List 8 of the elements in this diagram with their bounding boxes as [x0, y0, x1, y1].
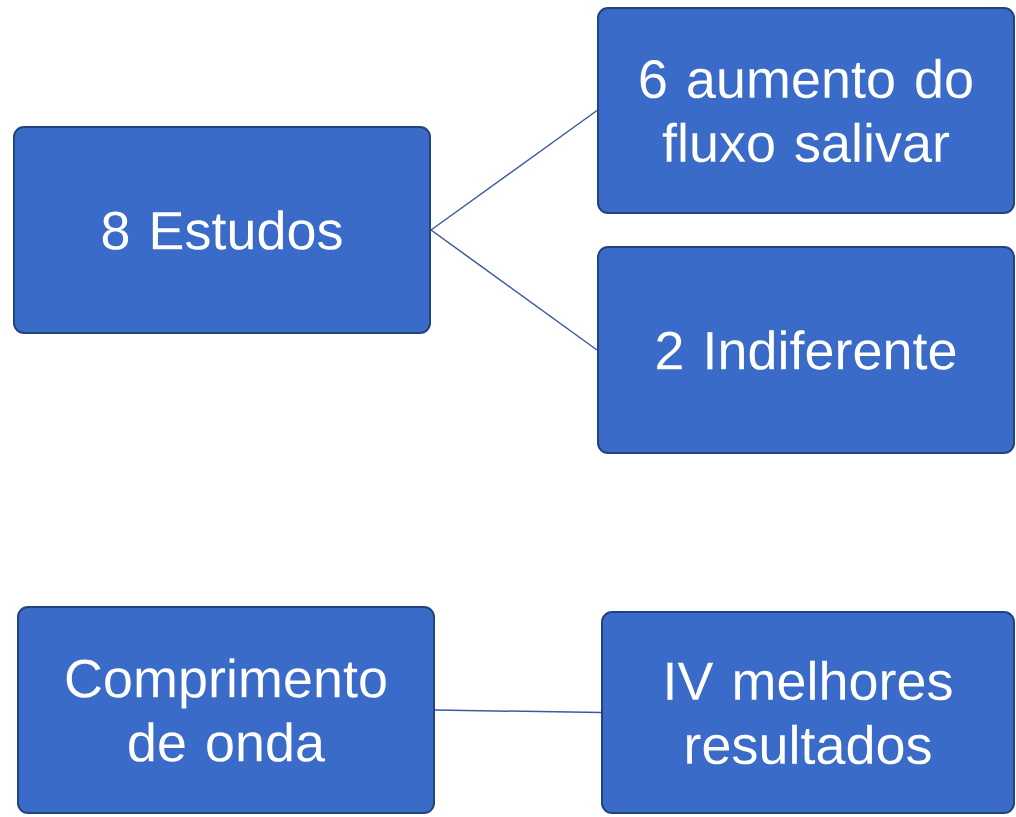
connector-line [430, 229, 598, 351]
process-box: 8 Estudos [13, 126, 431, 334]
process-box: 2 Indiferente [597, 246, 1015, 454]
process-box: Comprimento de onda [17, 606, 435, 814]
process-box: IV melhores resultados [601, 611, 1015, 814]
connector-line [434, 709, 602, 714]
connector-line [430, 109, 598, 231]
process-box: 6 aumento do fluxo salivar [597, 7, 1015, 214]
